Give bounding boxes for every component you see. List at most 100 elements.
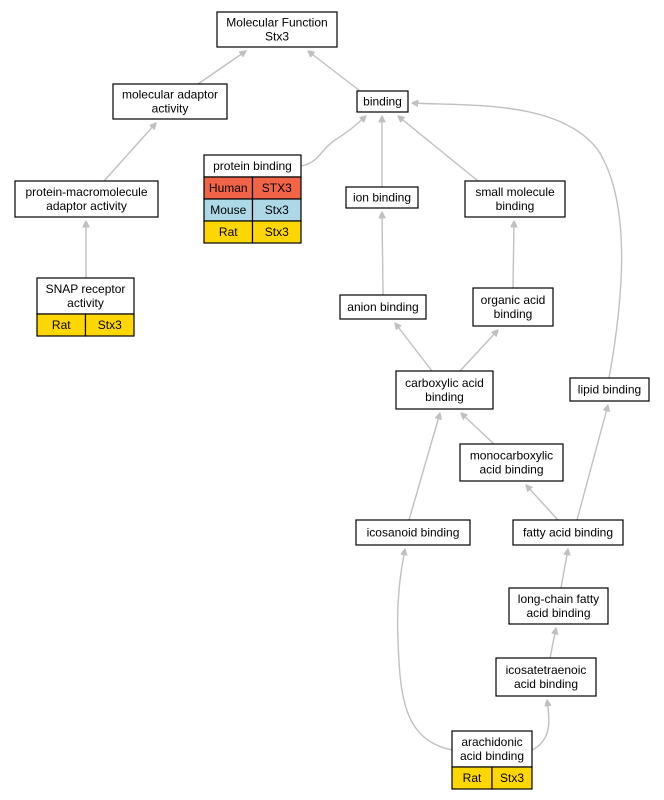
annotation-row-mouse: Mouse Stx3 (203, 198, 302, 222)
node-box (464, 180, 566, 218)
gene-cell (84, 313, 135, 337)
node-label: activity (152, 102, 189, 116)
gene-label: Stx3 (265, 225, 289, 239)
node-label: acid binding (479, 463, 543, 477)
gene-cell (491, 766, 533, 790)
node-label: binding (425, 390, 464, 404)
edge-arachidonic-to-icosanoid (396, 549, 453, 751)
node-label: binding (363, 95, 402, 109)
node-label: ion binding (353, 191, 411, 205)
annotation-row-rat: Rat Stx3 (36, 313, 135, 337)
gene-label: STX3 (262, 181, 292, 195)
node-label: protein binding (213, 159, 292, 173)
edge-adaptor-to-mf (197, 51, 246, 85)
node-label: small molecule (475, 185, 555, 199)
node-box (495, 657, 597, 697)
node-label: adaptor activity (46, 199, 127, 213)
node-label: arachidonic (461, 735, 522, 749)
edge-fatty-acid-to-monocarboxylic (526, 485, 559, 521)
node-box (395, 370, 494, 410)
node-label: monocarboxylic (470, 449, 553, 463)
edge-monocarboxylic-to-carboxylic (461, 413, 495, 445)
node-box (112, 83, 228, 120)
node-box (356, 90, 409, 113)
edge-carboxylic-to-organic-acid (459, 330, 498, 372)
edge-fatty-acid-to-lipid (576, 405, 608, 521)
node-label: icosatetraenoic (506, 663, 587, 677)
node-box (508, 587, 609, 625)
node-box (459, 443, 564, 482)
gene-label: Stx3 (500, 771, 524, 785)
edge-arachidonic-to-icosatetraenoic (531, 700, 549, 751)
node-box (472, 287, 554, 327)
species-label: Rat (52, 318, 71, 332)
node-label: SNAP receptor (46, 282, 126, 296)
node-label: icosanoid binding (367, 526, 460, 540)
node-box (355, 519, 471, 546)
edges-layer (86, 51, 623, 751)
node-ion-binding[interactable]: ion binding (345, 186, 419, 209)
node-label: binding (494, 307, 533, 321)
node-label: Stx3 (265, 30, 289, 44)
node-label: lipid binding (578, 383, 641, 397)
species-label: Human (209, 181, 248, 195)
annotation-row-rat: Rat Stx3 (451, 766, 533, 790)
node-label: protein-macromolecule (25, 185, 147, 199)
gene-label: Stx3 (98, 318, 122, 332)
species-label: Rat (463, 771, 482, 785)
species-label: Mouse (210, 203, 246, 217)
edge-protein-binding-to-binding (300, 116, 366, 167)
node-label: long-chain fatty (518, 592, 599, 606)
edge-long-chain-to-fatty-acid (560, 549, 568, 589)
node-lipid[interactable]: lipid binding (569, 377, 650, 402)
node-label: organic acid (481, 293, 546, 307)
node-icosanoid[interactable]: icosanoid binding (355, 519, 471, 546)
node-label: molecular adaptor (122, 88, 218, 102)
node-label: binding (496, 199, 535, 213)
node-label: acid binding (514, 677, 578, 691)
node-label: acid binding (526, 606, 590, 620)
node-label: acid binding (460, 749, 524, 763)
gene-label: Stx3 (265, 203, 289, 217)
node-label: carboxylic acid (405, 376, 484, 390)
annotation-row-rat: Rat Stx3 (203, 220, 302, 244)
node-label: activity (67, 296, 104, 310)
gene-cell (251, 220, 302, 244)
edge-binding-to-mf (308, 51, 361, 92)
species-label: Rat (219, 225, 238, 239)
node-box (14, 180, 159, 218)
node-fatty-acid[interactable]: fatty acid binding (512, 519, 624, 546)
node-box (216, 11, 338, 48)
node-box (451, 730, 533, 768)
node-anion[interactable]: anion binding (339, 294, 427, 320)
node-box (339, 294, 427, 320)
annotation-row-human: Human STX3 (203, 176, 302, 200)
edge-organic-acid-to-small-mol (513, 221, 514, 289)
node-label: Molecular Function (226, 16, 327, 30)
node-binding[interactable]: binding (356, 90, 409, 113)
node-label: anion binding (347, 300, 418, 314)
node-box (512, 519, 624, 546)
edge-icosatetraenoic-to-long-chain (549, 628, 556, 659)
edge-anion-to-ion-binding (382, 212, 383, 296)
edge-lipid-to-binding (412, 103, 623, 379)
node-box (345, 186, 419, 209)
edge-carboxylic-to-anion (395, 323, 433, 372)
node-box (569, 377, 650, 402)
edge-icosanoid-to-carboxylic (408, 413, 440, 521)
edge-small-mol-to-binding (398, 116, 479, 182)
